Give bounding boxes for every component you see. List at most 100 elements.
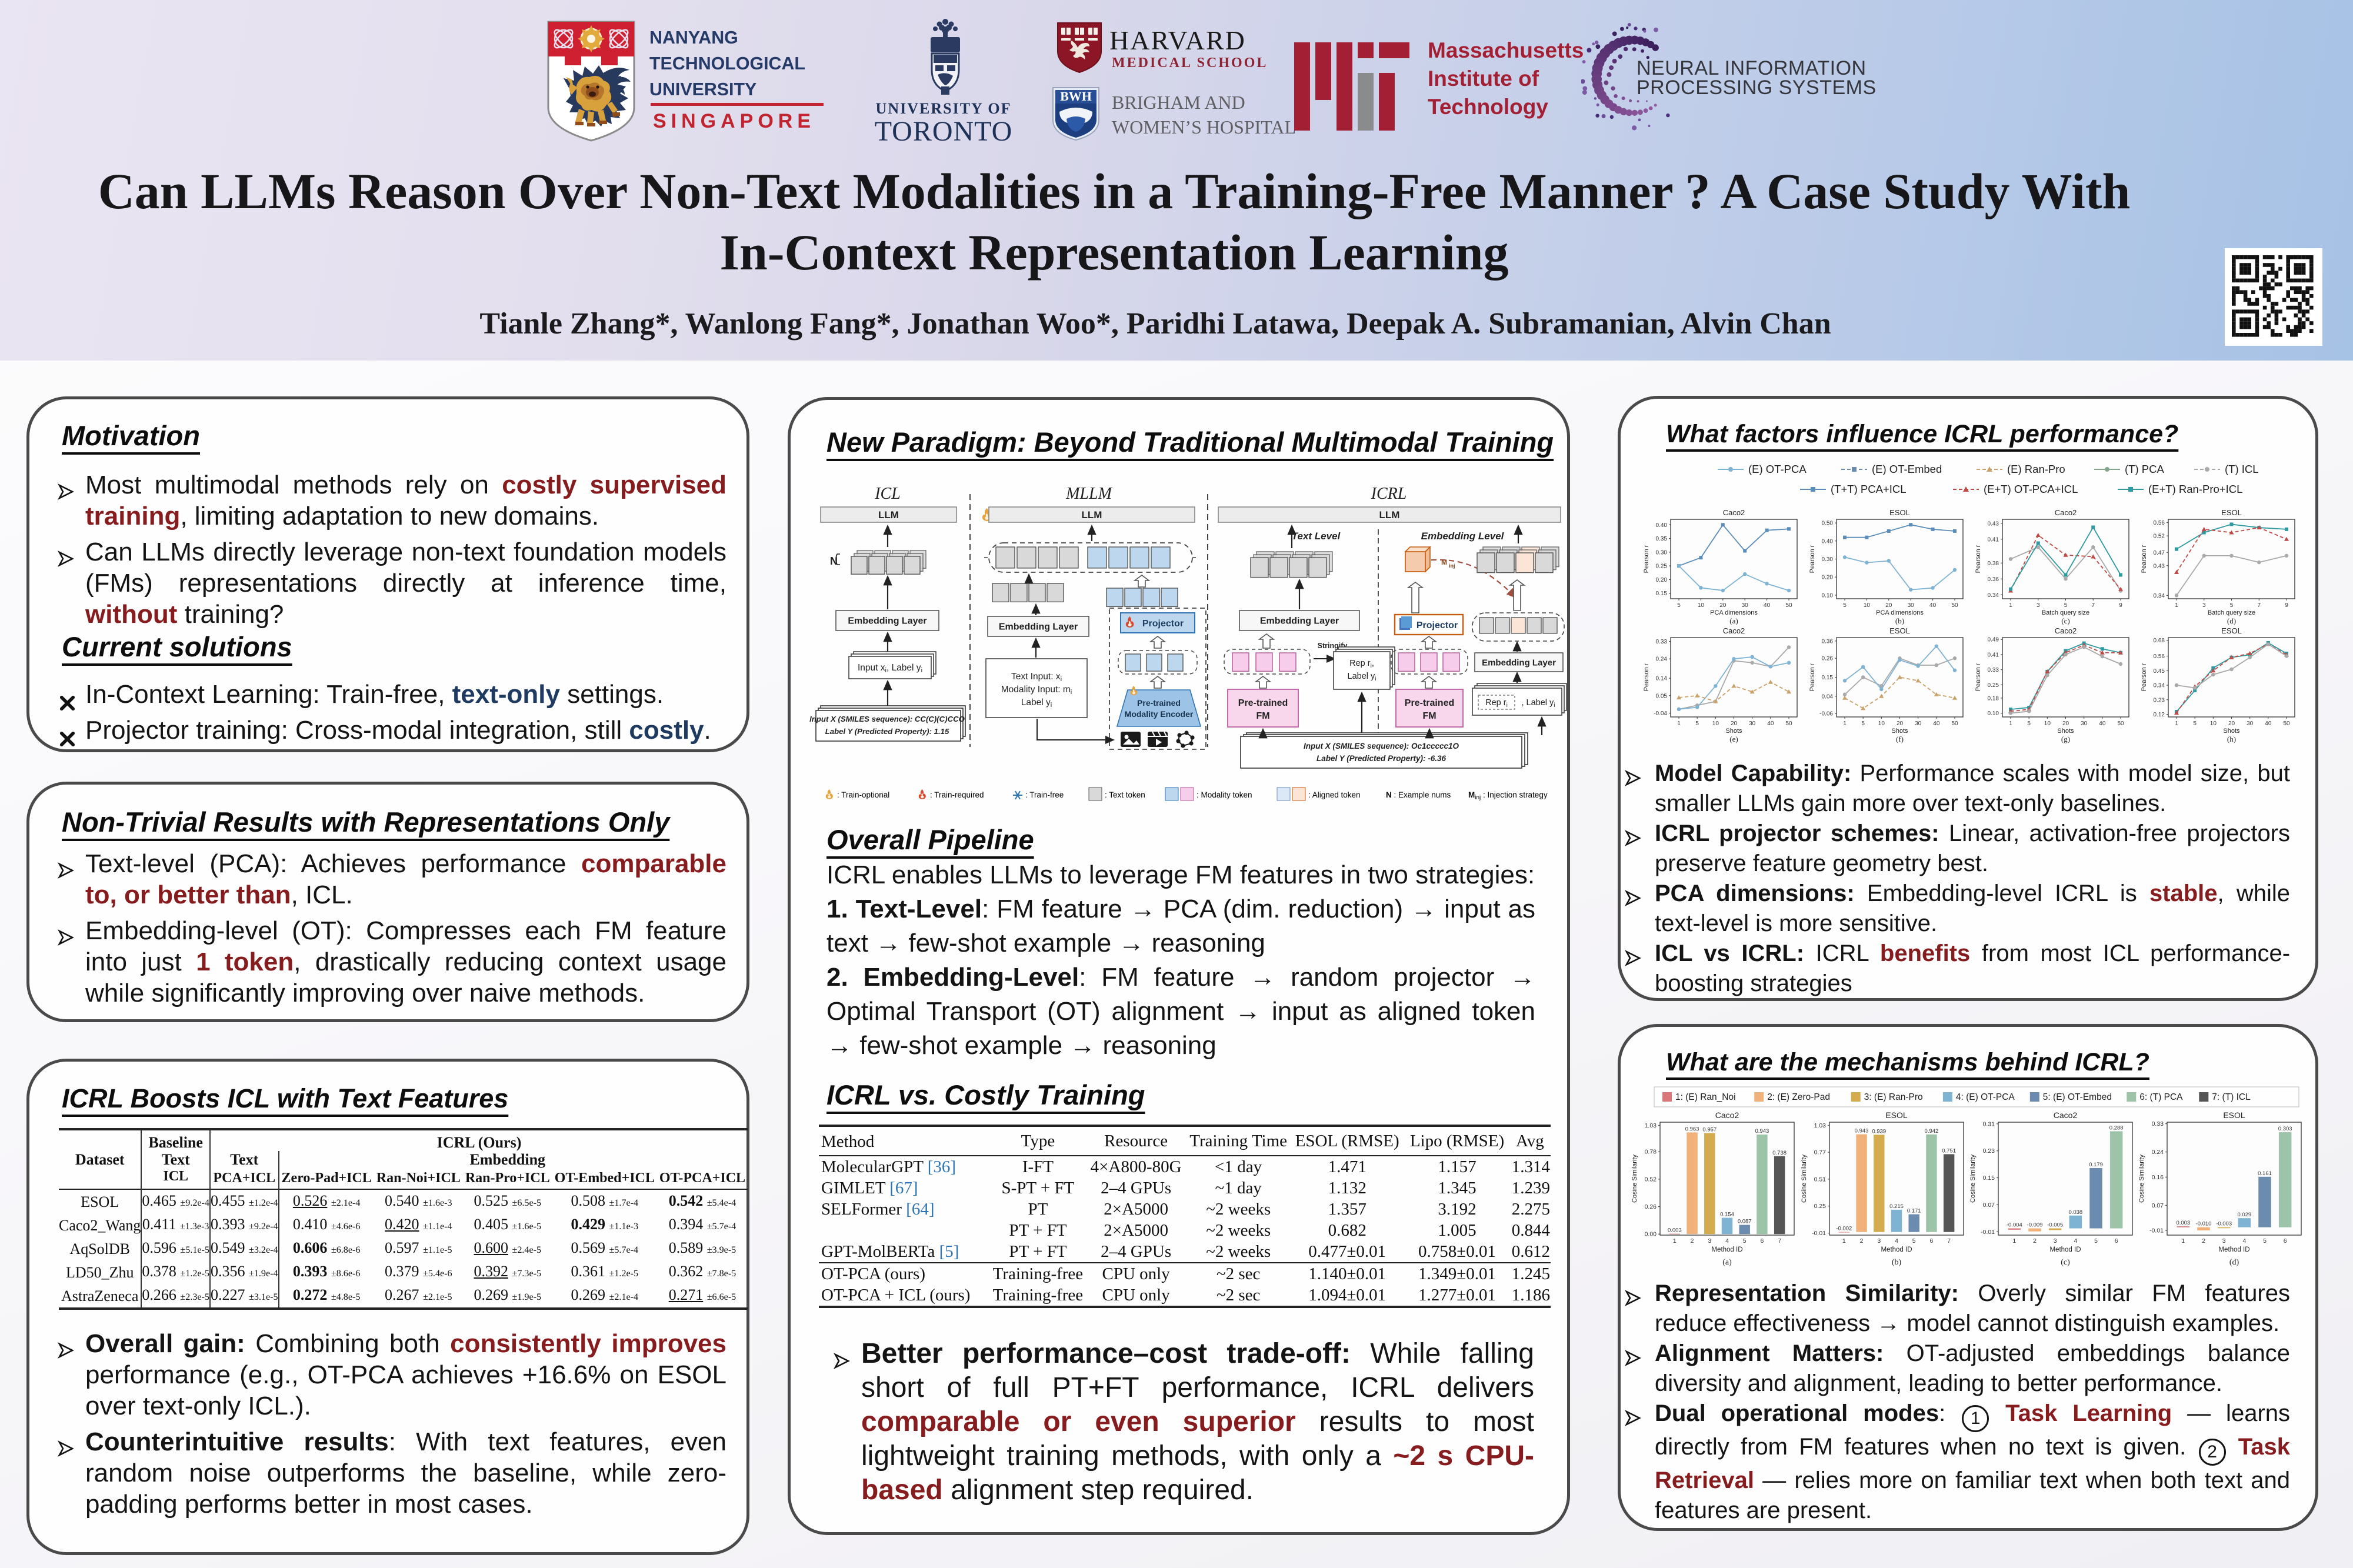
svg-text:5: 5 bbox=[1843, 602, 1847, 609]
svg-text:0.24: 0.24 bbox=[1656, 656, 1668, 663]
svg-text:ESOL: ESOL bbox=[2221, 508, 2242, 517]
svg-text:(E+T) Ran-Pro+ICL: (E+T) Ran-Pro+ICL bbox=[2148, 483, 2242, 495]
svg-text:6: 6 bbox=[1930, 1237, 1934, 1245]
svg-text:1: 1 bbox=[1842, 1237, 1846, 1245]
svg-text:10: 10 bbox=[2210, 720, 2217, 727]
svg-text:20: 20 bbox=[1885, 602, 1892, 609]
svg-text:1: 1 bbox=[2181, 1237, 2185, 1245]
svg-text:PCA dimensions: PCA dimensions bbox=[1710, 609, 1758, 616]
svg-text:50: 50 bbox=[1951, 602, 1958, 609]
svg-text:Input xi, Label yi: Input xi, Label yi bbox=[858, 663, 922, 674]
svg-text:Cosine Similarity: Cosine Similarity bbox=[1631, 1155, 1638, 1203]
svg-text:ICRL: ICRL bbox=[1371, 485, 1407, 503]
svg-text:5: 5 bbox=[2193, 720, 2197, 727]
svg-text:0.003: 0.003 bbox=[2176, 1220, 2190, 1226]
svg-text:5: 5 bbox=[2263, 1237, 2267, 1245]
svg-text:Caco2: Caco2 bbox=[2054, 1110, 2078, 1120]
svg-text:-0.004: -0.004 bbox=[2007, 1222, 2022, 1229]
svg-text:Label yi: Label yi bbox=[1348, 672, 1377, 682]
svg-text:: Train-optional: : Train-optional bbox=[837, 790, 889, 799]
svg-text:0.24: 0.24 bbox=[2152, 1149, 2164, 1156]
svg-text:: Train-required: : Train-required bbox=[930, 790, 984, 799]
svg-text:40: 40 bbox=[2265, 720, 2272, 727]
svg-text:0.07: 0.07 bbox=[2152, 1202, 2164, 1209]
svg-text:5: 5 bbox=[1695, 720, 1699, 727]
svg-text:Shots: Shots bbox=[2223, 728, 2240, 735]
svg-text:0.40: 0.40 bbox=[1822, 538, 1834, 545]
svg-text:(a): (a) bbox=[1729, 616, 1738, 625]
svg-text:2: 2 bbox=[1860, 1237, 1864, 1245]
svg-text:50: 50 bbox=[1785, 720, 1792, 727]
svg-text:50: 50 bbox=[2117, 720, 2124, 727]
svg-text:Embedding Layer: Embedding Layer bbox=[999, 622, 1078, 632]
svg-text:3: 3 bbox=[2054, 1237, 2057, 1245]
svg-text:20: 20 bbox=[1897, 720, 1904, 727]
svg-text:0.68: 0.68 bbox=[2154, 638, 2165, 644]
svg-text:0.10: 0.10 bbox=[1988, 710, 1999, 717]
svg-text:0.30: 0.30 bbox=[1822, 556, 1834, 563]
svg-text:1: 1 bbox=[2175, 602, 2178, 609]
svg-text:Label yi: Label yi bbox=[1021, 698, 1052, 709]
svg-text:-0.009: -0.009 bbox=[2027, 1222, 2043, 1229]
svg-text:9: 9 bbox=[2119, 602, 2122, 609]
svg-text:: Train-free: : Train-free bbox=[1025, 790, 1064, 799]
svg-text:Text Level: Text Level bbox=[1292, 531, 1341, 542]
svg-text:40: 40 bbox=[1764, 602, 1771, 609]
svg-text:20: 20 bbox=[2062, 720, 2069, 727]
svg-text:Method ID: Method ID bbox=[1881, 1246, 1912, 1253]
svg-text:Shots: Shots bbox=[1891, 728, 1908, 735]
svg-text:Caco2: Caco2 bbox=[2055, 508, 2077, 517]
svg-text:Pearson r: Pearson r bbox=[1975, 545, 1982, 573]
svg-text:-0.003: -0.003 bbox=[2216, 1221, 2232, 1227]
svg-text:0.38: 0.38 bbox=[1988, 561, 1999, 567]
svg-text:Shots: Shots bbox=[1725, 728, 1742, 735]
svg-text:5: 5 bbox=[2064, 602, 2068, 609]
svg-text:3: 3 bbox=[2202, 602, 2206, 609]
svg-text:-0.06: -0.06 bbox=[1819, 711, 1833, 718]
svg-text:6: (T) PCA: 6: (T) PCA bbox=[2139, 1092, 2183, 1102]
svg-text:0.942: 0.942 bbox=[1925, 1128, 1939, 1135]
svg-text:Batch query size: Batch query size bbox=[2208, 609, 2255, 616]
svg-text:0.34: 0.34 bbox=[1988, 592, 1999, 599]
svg-text:0.77: 0.77 bbox=[1814, 1149, 1827, 1156]
svg-text:0.41: 0.41 bbox=[1988, 536, 1999, 543]
svg-text:9: 9 bbox=[2285, 602, 2288, 609]
svg-text:MLLM: MLLM bbox=[1065, 485, 1112, 503]
svg-text:5: 5 bbox=[1912, 1237, 1916, 1245]
svg-text:0.20: 0.20 bbox=[1822, 575, 1834, 581]
svg-text:0.41: 0.41 bbox=[1988, 652, 1999, 658]
svg-text:-0.01: -0.01 bbox=[1812, 1230, 1826, 1237]
svg-text:0.25: 0.25 bbox=[1988, 682, 1999, 689]
svg-text:Input X (SMILES sequence): Oc: Input X (SMILES sequence): Oc1ccccc1O bbox=[1304, 742, 1459, 750]
svg-text:0.78: 0.78 bbox=[1645, 1149, 1657, 1156]
svg-text:BWH: BWH bbox=[1060, 89, 1092, 104]
svg-text:20: 20 bbox=[2228, 720, 2235, 727]
svg-text:Pearson r: Pearson r bbox=[1809, 545, 1816, 573]
svg-text:(T+T) PCA+ICL: (T+T) PCA+ICL bbox=[1831, 483, 1907, 495]
svg-text:(e): (e) bbox=[1729, 735, 1738, 743]
svg-text:0.957: 0.957 bbox=[1702, 1126, 1717, 1133]
svg-text:0.751: 0.751 bbox=[1942, 1147, 1956, 1154]
svg-text:Caco2: Caco2 bbox=[2055, 626, 2077, 635]
svg-text:(d): (d) bbox=[2227, 616, 2236, 625]
svg-text:0.20: 0.20 bbox=[1656, 577, 1668, 583]
svg-text:0.215: 0.215 bbox=[1889, 1203, 1904, 1210]
svg-text:LLM: LLM bbox=[878, 509, 899, 521]
svg-text:7: 7 bbox=[1947, 1237, 1951, 1245]
svg-text:(g): (g) bbox=[2061, 735, 2070, 743]
svg-text:0.003: 0.003 bbox=[1668, 1227, 1682, 1234]
svg-text:0.30: 0.30 bbox=[1656, 549, 1668, 556]
svg-text:5: 5 bbox=[1743, 1237, 1747, 1245]
svg-text:FM: FM bbox=[1422, 711, 1436, 721]
svg-text:5: 5 bbox=[2230, 602, 2234, 609]
svg-text:3: 3 bbox=[1877, 1237, 1881, 1245]
svg-text:1: 1 bbox=[2012, 1237, 2016, 1245]
svg-text:ESOL: ESOL bbox=[2223, 1110, 2245, 1120]
svg-text:-0.010: -0.010 bbox=[2196, 1221, 2212, 1227]
svg-text:10: 10 bbox=[2044, 720, 2051, 727]
svg-text:(b): (b) bbox=[1892, 1258, 1902, 1267]
svg-text:0.25: 0.25 bbox=[1814, 1203, 1827, 1210]
svg-text:0.161: 0.161 bbox=[2258, 1170, 2272, 1177]
svg-text:10: 10 bbox=[1698, 602, 1705, 609]
svg-text:(E) OT-Embed: (E) OT-Embed bbox=[1872, 463, 1942, 475]
